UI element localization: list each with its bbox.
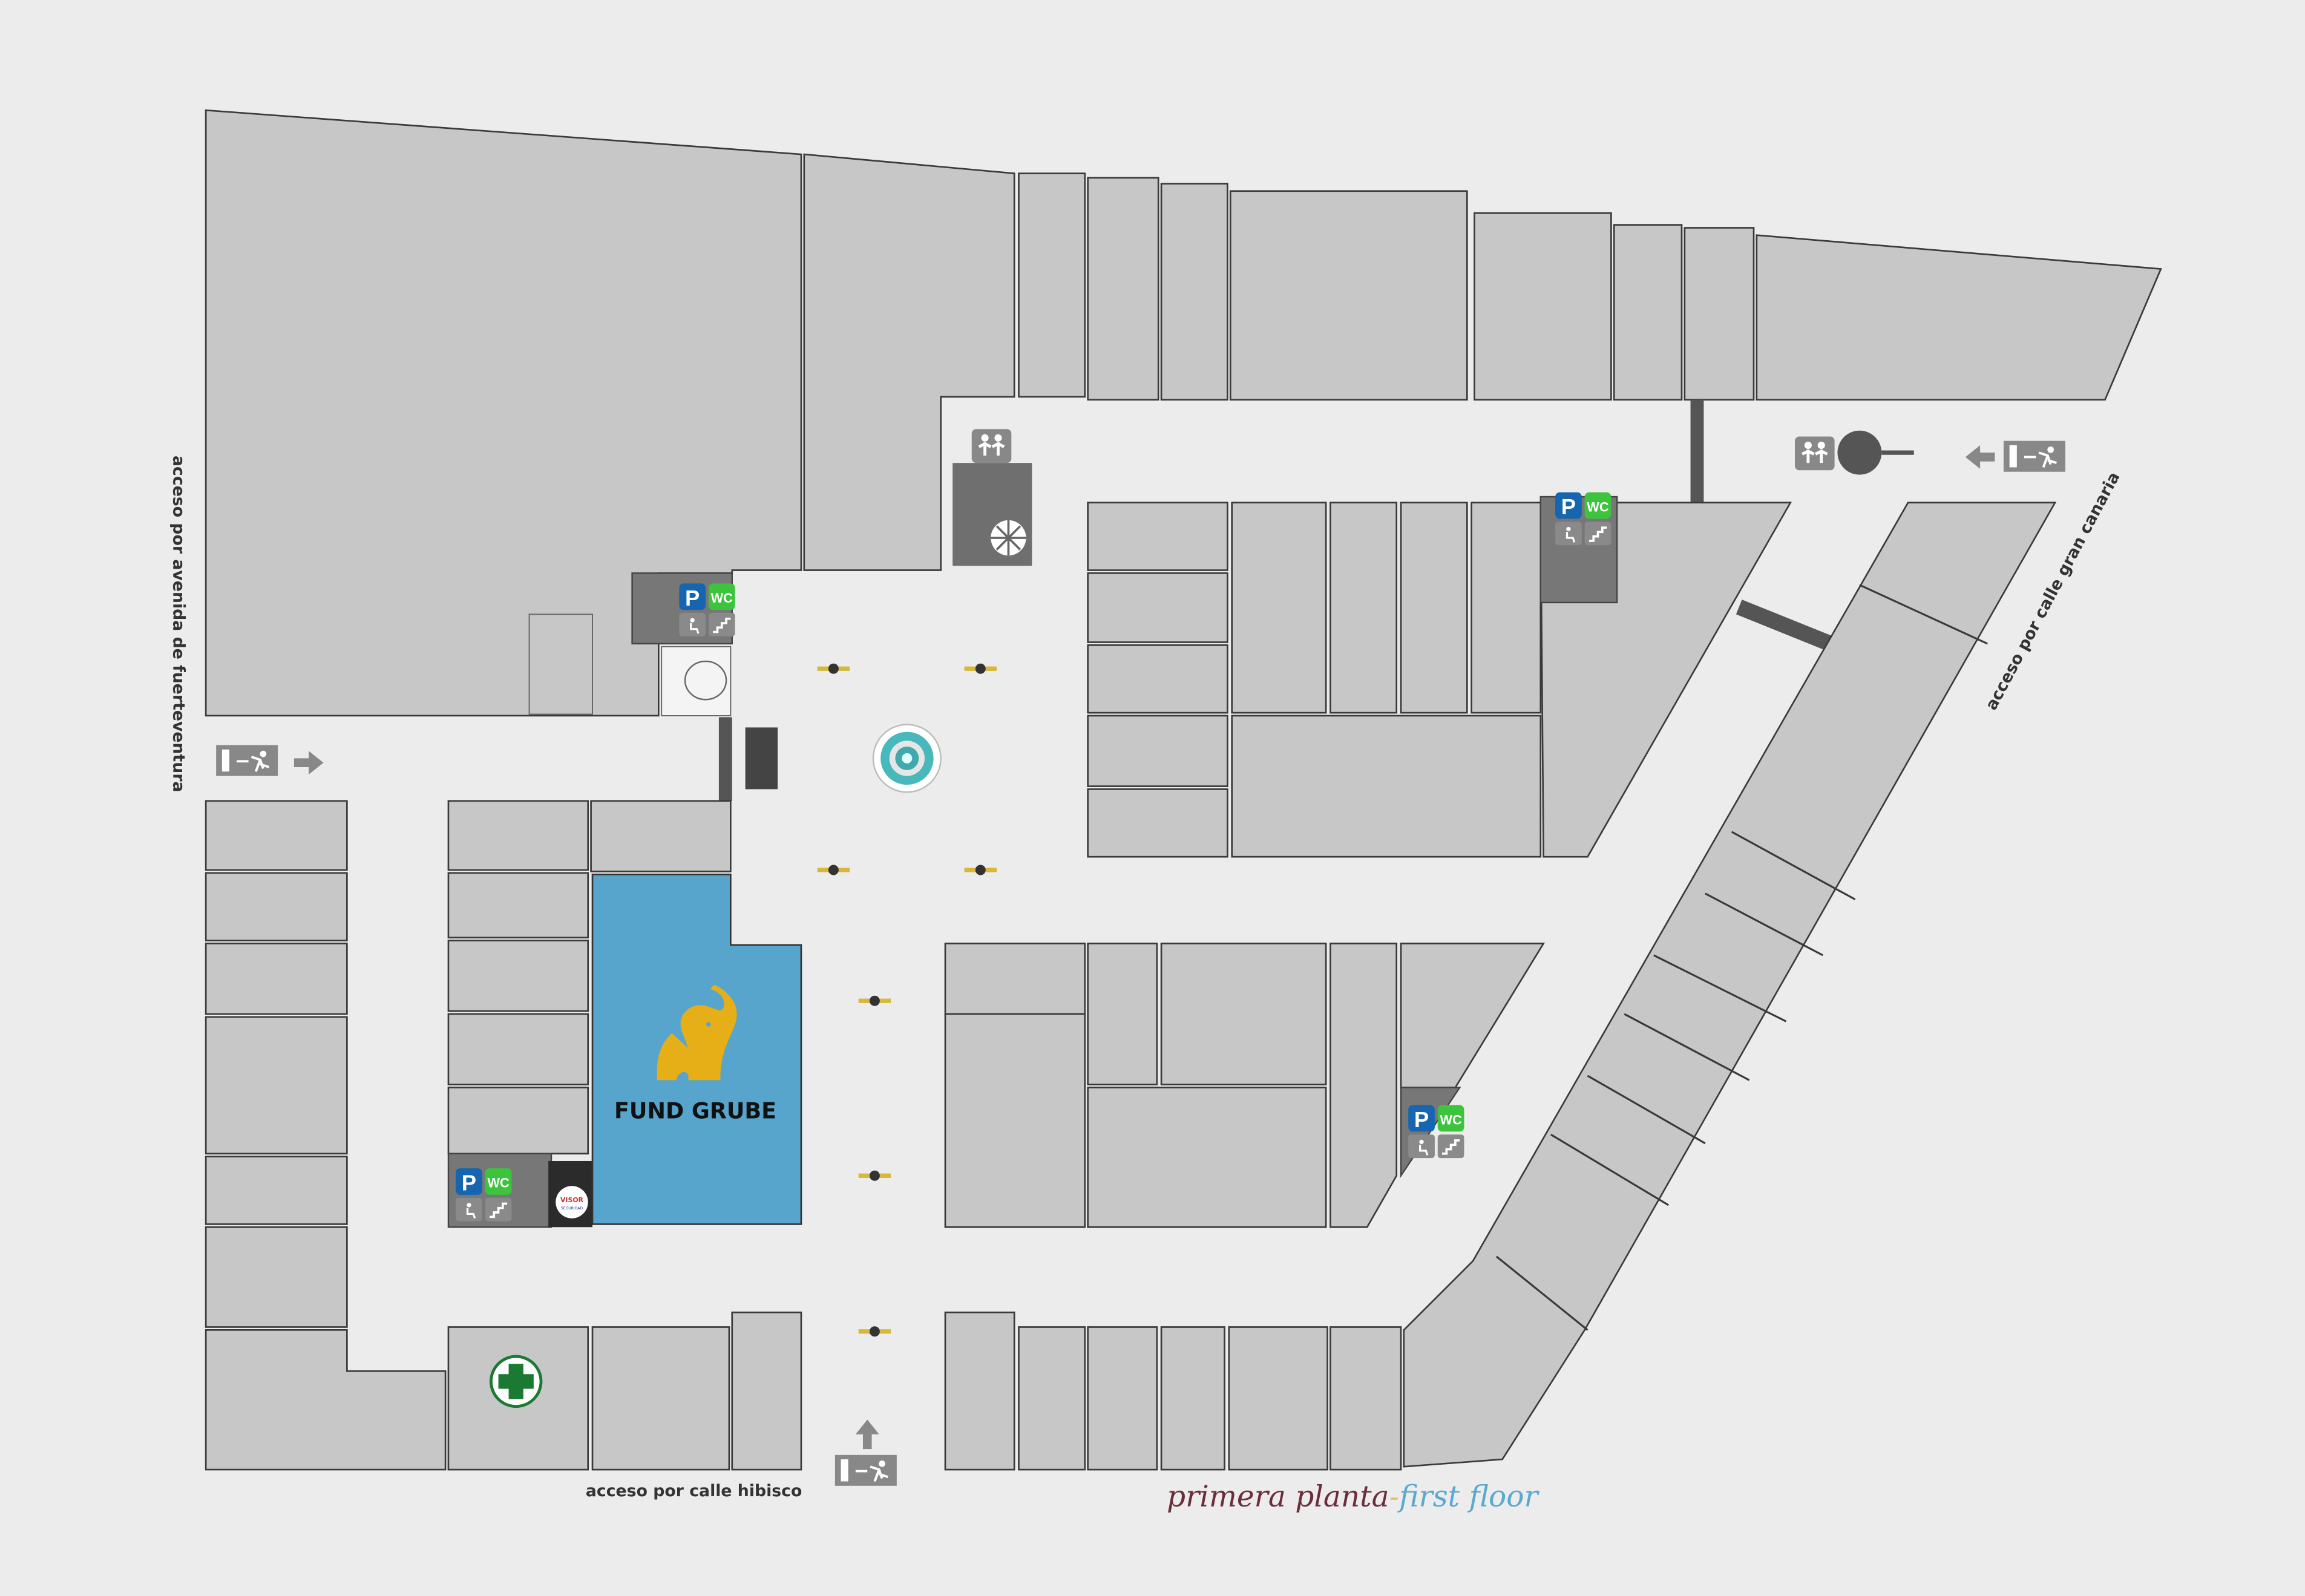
shops-west [205, 800, 447, 1471]
shop[interactable] [1087, 715, 1228, 787]
shops-south-west [447, 1311, 802, 1471]
shop[interactable] [1474, 212, 1612, 401]
security-logo-text: VISOR [560, 1196, 584, 1204]
shop[interactable] [1087, 572, 1228, 643]
umbrella-icon [1837, 430, 1914, 475]
shop[interactable] [944, 943, 1086, 1015]
shop[interactable] [447, 800, 589, 871]
shop[interactable] [1087, 644, 1228, 714]
floor-title: primera planta-first floor [1167, 1480, 1540, 1514]
shop[interactable] [1087, 502, 1228, 571]
floor-title-en: first floor [1397, 1480, 1539, 1514]
shop[interactable] [1018, 1326, 1086, 1471]
restroom [661, 646, 732, 716]
shop[interactable] [205, 800, 348, 871]
shop-north-2[interactable] [803, 153, 1015, 571]
exit-sign-icon-east [2002, 439, 2067, 473]
shop[interactable] [1160, 943, 1327, 1086]
exit-sign-icon-west [215, 744, 280, 777]
security-logo [556, 1186, 588, 1218]
shop[interactable] [205, 1329, 447, 1471]
shop[interactable] [1087, 1087, 1327, 1228]
store-fund-grube[interactable]: FUND GRUBE [591, 873, 802, 1225]
shop[interactable] [944, 1311, 1015, 1471]
shop[interactable] [1231, 502, 1327, 714]
shop[interactable] [447, 872, 589, 939]
shops-north-row [1018, 172, 2162, 401]
umbrella-icon [991, 520, 1026, 556]
shop[interactable] [1160, 1326, 1225, 1471]
shop[interactable] [1613, 224, 1683, 401]
shop[interactable] [1330, 1326, 1402, 1471]
shops-east-diagonal [1403, 502, 2057, 1468]
entrance-label-south: acceso por calle hibisco [586, 1482, 802, 1500]
arrow-right-icon [293, 751, 324, 775]
shop[interactable] [205, 1226, 348, 1328]
shop[interactable] [1087, 788, 1228, 858]
shop[interactable] [1471, 502, 1542, 714]
shop[interactable] [1756, 234, 2162, 401]
shop[interactable] [731, 1311, 802, 1471]
shops-south-row [944, 1311, 1402, 1471]
shop[interactable] [1087, 177, 1159, 401]
shop[interactable] [1231, 715, 1542, 858]
shop[interactable] [1087, 943, 1158, 1086]
shop-entrance-door [528, 613, 593, 715]
shop[interactable] [590, 800, 732, 872]
shop[interactable] [447, 1013, 589, 1086]
shops-south-east [944, 943, 1546, 1228]
bridge-connector [1736, 600, 1834, 652]
shop[interactable] [205, 872, 348, 941]
shop[interactable] [1160, 183, 1228, 401]
shop[interactable] [1018, 172, 1086, 398]
shop[interactable] [1229, 190, 1468, 401]
children-icon [972, 429, 1012, 463]
shop[interactable] [1087, 1326, 1158, 1471]
children-icon [1795, 436, 1835, 470]
shop[interactable] [1228, 1326, 1328, 1471]
bridge-connector [1690, 399, 1704, 503]
floor-title-separator: - [1389, 1480, 1399, 1514]
shop[interactable] [1400, 502, 1468, 714]
shops-central-west: VISOR SEGURIDAD [447, 800, 732, 1228]
shop[interactable] [205, 1156, 348, 1225]
bridge-connector [718, 717, 732, 801]
shop[interactable] [205, 1016, 348, 1155]
shop[interactable] [1330, 502, 1398, 714]
shop[interactable] [447, 1087, 589, 1155]
shop[interactable] [205, 943, 348, 1015]
shop[interactable] [1684, 227, 1755, 401]
escalator [745, 727, 778, 790]
shops-central-east [1087, 491, 1792, 858]
security-logo-subtext: SEGURIDAD [561, 1206, 583, 1211]
elephant-logo-icon [657, 984, 737, 1081]
arrow-up-icon [855, 1419, 879, 1450]
floor-title-es: primera planta [1167, 1480, 1389, 1514]
exit-sign-icon-south [833, 1453, 898, 1487]
arrow-left-icon [1965, 445, 1995, 469]
entrance-label-west: acceso por avenida de fuerteventura [169, 456, 188, 793]
shop[interactable] [591, 1326, 730, 1471]
toilet-icon [684, 660, 727, 701]
pharmacy-cross-icon [489, 1355, 543, 1408]
shop[interactable] [447, 940, 589, 1012]
shop-strip-east[interactable] [1403, 502, 2057, 1468]
fountain-icon [872, 724, 942, 793]
shop[interactable] [1330, 943, 1398, 1228]
store-name-fund-grube: FUND GRUBE [614, 1098, 776, 1124]
shop[interactable] [944, 1013, 1086, 1228]
